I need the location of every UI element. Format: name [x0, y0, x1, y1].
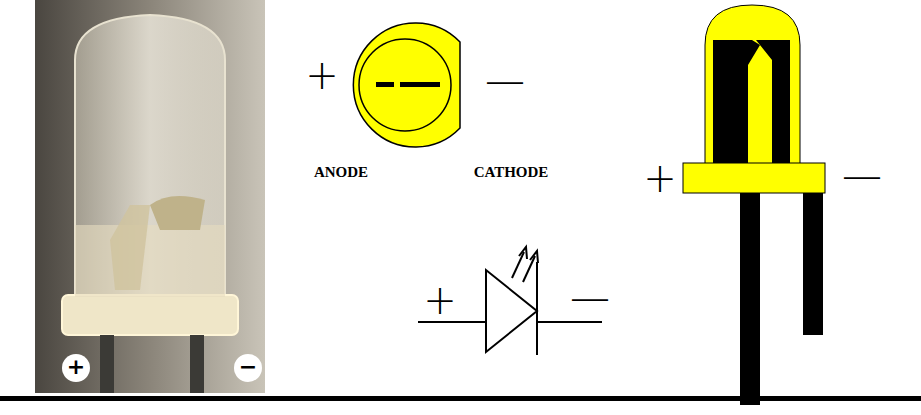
polarity-sign: —	[570, 277, 610, 317]
led-top-view	[353, 23, 460, 147]
polarity-sign: +	[423, 280, 457, 320]
polarity-sign: +	[643, 158, 677, 198]
rule-line	[0, 396, 921, 401]
polarity-sign: —	[842, 155, 882, 195]
polarity-sign: −	[239, 356, 257, 378]
polarity-sign: —	[485, 60, 525, 100]
led-photo	[35, 0, 265, 393]
pin-name: ANODE	[314, 165, 368, 180]
led-side-view	[683, 5, 825, 405]
pin-name: CATHODE	[474, 165, 549, 180]
polarity-sign: +	[67, 356, 85, 378]
polarity-sign: +	[305, 55, 339, 95]
